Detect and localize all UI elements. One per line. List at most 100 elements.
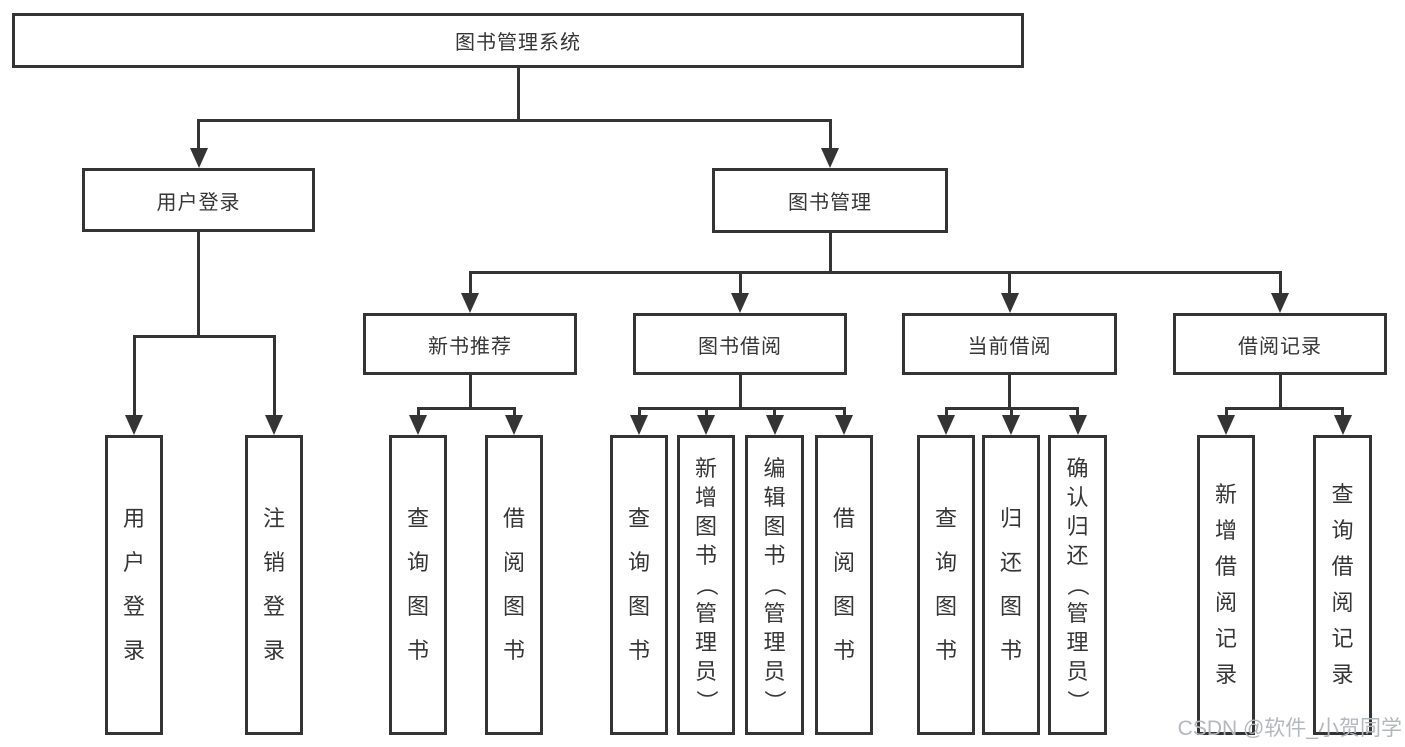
arrowhead-icon [461,293,479,313]
vertical-char: 阅 [502,550,525,575]
node-label: 借阅图书 [488,438,540,732]
vertical-char: 录 [122,638,145,663]
connector-line [842,407,846,417]
vertical-char: 图 [763,514,786,539]
vertical-char: 书 [406,638,429,663]
connector-line [272,335,276,417]
node-leaf-bb-edit: 编辑图书（管理员） [745,435,804,735]
vertical-char: 图 [502,594,525,619]
connector-line [197,119,832,122]
node-book-mgmt: 图书管理 [712,168,948,233]
connector-line [944,407,948,417]
arrowhead-icon [265,415,283,435]
vertical-char: 记 [1331,626,1354,651]
vertical-char: 新 [1214,482,1237,507]
vertical-char: 记 [1214,626,1237,651]
node-current-borrow: 当前借阅 [902,313,1117,375]
vertical-char: 书 [627,638,650,663]
vertical-char: 图 [694,514,717,539]
node-book-borrow: 图书借阅 [633,313,847,375]
node-label: 新增图书（管理员） [680,438,732,732]
vertical-char: 理 [1066,630,1089,655]
vertical-char: 归 [999,506,1022,531]
vertical-char: 阅 [832,550,855,575]
vertical-char: 增 [1214,518,1237,543]
connector-line [1008,271,1011,295]
connector-line [468,271,1282,274]
connector-line [637,407,641,417]
arrowhead-icon [697,415,715,435]
vertical-char: ） [762,689,788,713]
connector-line [516,68,520,122]
connector-line [468,375,472,410]
vertical-char: 管 [1066,601,1089,626]
connector-line [468,271,472,295]
node-label: 确认归还（管理员） [1051,438,1104,732]
node-label: 图书管理 [788,192,872,214]
node-leaf-br-query: 查询借阅记录 [1313,435,1372,735]
arrowhead-icon [1271,293,1289,313]
vertical-char: 查 [627,506,650,531]
vertical-char: 登 [122,594,145,619]
node-leaf-bb-add: 新增图书（管理员） [677,435,735,735]
node-label: 注销登录 [248,438,300,732]
node-label: 编辑图书（管理员） [748,438,801,732]
vertical-char: 书 [694,543,717,568]
vertical-char: 借 [832,506,855,531]
arrowhead-icon [1333,415,1352,435]
arrowhead-icon [731,293,749,313]
vertical-char: 书 [832,638,855,663]
vertical-char: 编 [763,456,786,481]
vertical-char: 户 [122,550,145,575]
vertical-char: 借 [502,506,525,531]
vertical-char: （ [693,573,719,597]
connector-line [197,232,200,338]
vertical-char: 查 [406,506,429,531]
node-label: 查询图书 [920,438,972,732]
node-leaf-br-add: 新增借阅记录 [1197,435,1255,735]
vertical-char: 询 [934,550,957,575]
vertical-char: 阅 [1214,590,1237,615]
vertical-char: 录 [1331,662,1354,687]
arrowhead-icon [1217,415,1235,435]
vertical-char: 销 [262,550,285,575]
arrowhead-icon [937,415,955,435]
node-leaf-nbr-borrow: 借阅图书 [485,435,543,735]
connector-line [1009,407,1013,417]
connector-line [1224,407,1228,417]
vertical-char: 录 [262,638,285,663]
vertical-char: 询 [1331,518,1354,543]
vertical-char: 图 [832,594,855,619]
arrowhead-icon [765,415,784,435]
arrowhead-icon [1002,415,1020,435]
node-label: 用户登录 [108,438,160,732]
arrowhead-icon [1000,293,1019,313]
connector-line [1076,407,1079,417]
connector-line [1278,375,1282,410]
vertical-char: 图 [999,594,1022,619]
vertical-char: 录 [1214,662,1237,687]
node-label: 查询图书 [613,438,665,732]
vertical-char: 查 [1331,482,1354,507]
vertical-char: 归 [1066,514,1089,539]
node-leaf-bb-borrow: 借阅图书 [815,435,873,735]
node-leaf-logout: 注销登录 [245,435,303,735]
node-label: 图书借阅 [698,335,782,358]
connector-line [738,375,742,410]
vertical-char: 阅 [1331,590,1354,615]
arrowhead-icon [125,415,143,435]
vertical-char: 辑 [763,485,786,510]
connector-line [132,335,276,338]
node-leaf-nbr-query: 查询图书 [389,435,447,735]
node-label: 图书管理系统 [455,32,581,54]
vertical-char: 书 [502,638,525,663]
node-leaf-user-login: 用户登录 [105,435,163,735]
node-borrow-records: 借阅记录 [1173,313,1387,375]
vertical-char: 用 [122,506,145,531]
vertical-char: 员 [694,659,717,684]
watermark: CSDN @软件_小贺同学 [1177,717,1402,740]
node-label: 查询图书 [392,438,444,732]
vertical-char: 管 [763,601,786,626]
node-user-login: 用户登录 [82,168,315,232]
node-leaf-cb-return: 归还图书 [982,435,1040,735]
